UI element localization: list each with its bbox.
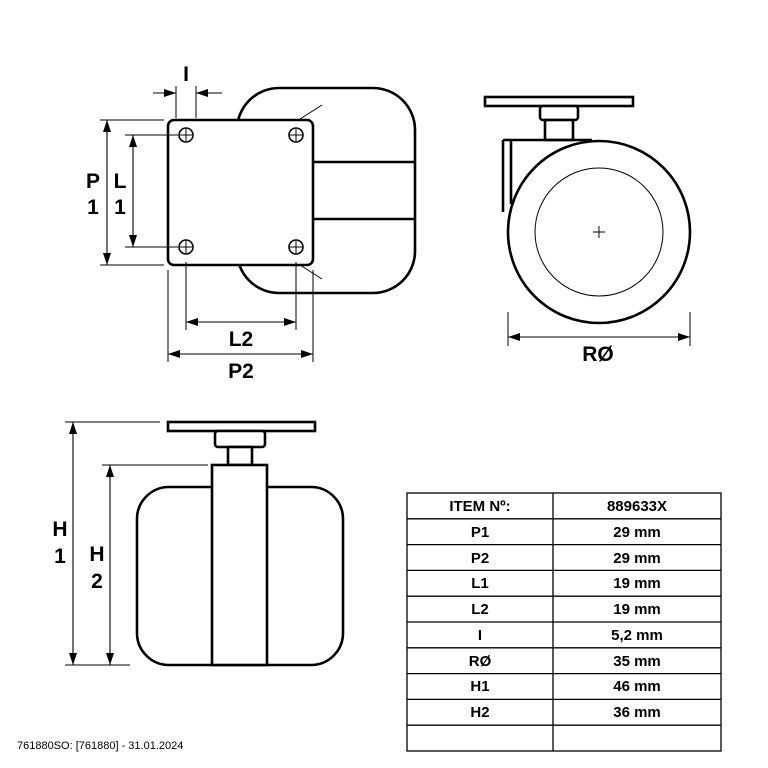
table-cell-value: 19 mm bbox=[613, 601, 661, 618]
dimension-l2: L2 bbox=[185, 262, 297, 351]
dimension-p1: P 1 bbox=[86, 119, 164, 266]
swivel-stem bbox=[226, 445, 254, 467]
bolt-hole bbox=[288, 127, 304, 143]
dimension-h1: H 1 bbox=[52, 421, 160, 666]
table-cell-label: P1 bbox=[471, 524, 489, 541]
wheel-edge-line-bottom bbox=[299, 264, 323, 280]
table-row: P2 29 mm bbox=[471, 550, 661, 567]
dimension-label-h2: H bbox=[89, 543, 104, 566]
table-row: L2 19 mm bbox=[471, 601, 661, 618]
top-view: I P 1 L 1 L2 P2 bbox=[86, 63, 417, 383]
dimension-label-i: I bbox=[183, 63, 189, 86]
mounting-plate bbox=[166, 420, 317, 433]
table-cell-value: 29 mm bbox=[613, 550, 661, 567]
table-cell-value: 36 mm bbox=[613, 704, 661, 721]
table-header-value: 889633X bbox=[607, 498, 667, 515]
table-cell-label: I bbox=[478, 627, 482, 644]
mounting-plate bbox=[166, 118, 315, 267]
table-row-dividers bbox=[407, 518, 721, 726]
dimension-p2: P2 bbox=[167, 270, 314, 383]
dimension-label-h1: H bbox=[52, 518, 67, 541]
fork bbox=[210, 463, 269, 667]
document-footer: 761880SO: [761880] - 31.01.2024 bbox=[17, 740, 183, 752]
table-cell-value: 35 mm bbox=[613, 653, 661, 670]
dimension-label-p1: P bbox=[86, 170, 100, 193]
dimension-label-l1: 1 bbox=[114, 196, 126, 219]
dimension-l1: L 1 bbox=[114, 134, 178, 248]
dimension-label-h1: 1 bbox=[54, 545, 66, 568]
swivel-stem-top bbox=[538, 104, 580, 122]
front-view: H 1 H 2 bbox=[52, 420, 345, 667]
swivel-stem bbox=[543, 118, 575, 142]
table-cell-label: L2 bbox=[471, 601, 489, 618]
bolt-hole bbox=[178, 127, 194, 143]
wheel-edge-line-top bbox=[299, 104, 323, 120]
table-row: P1 29 mm bbox=[471, 524, 661, 541]
bolt-hole bbox=[288, 239, 304, 255]
fork bbox=[501, 138, 592, 212]
dimension-h2: H 2 bbox=[89, 464, 208, 665]
dimension-label-r: RØ bbox=[582, 343, 614, 366]
bolt-hole bbox=[178, 239, 194, 255]
swivel-stem-top bbox=[213, 429, 267, 449]
table-cell-value: 29 mm bbox=[613, 524, 661, 541]
table-cell-value: 5,2 mm bbox=[611, 627, 663, 644]
table-cell-label: L1 bbox=[471, 575, 489, 592]
dimension-label-l1: L bbox=[114, 170, 127, 193]
dimension-i: I bbox=[153, 63, 222, 118]
mounting-plate bbox=[483, 95, 635, 108]
table-row: H2 36 mm bbox=[470, 704, 660, 721]
table-cell-label: H2 bbox=[470, 704, 489, 721]
spec-table: ITEM Nº: 889633X P1 29 mm P2 29 mm L1 19… bbox=[406, 492, 722, 752]
table-row: H1 46 mm bbox=[470, 678, 660, 695]
table-cell-value: 19 mm bbox=[613, 575, 661, 592]
axle-center-mark bbox=[593, 226, 605, 238]
dimension-label-p2: P2 bbox=[228, 360, 254, 383]
dimension-r: RØ bbox=[507, 312, 691, 366]
table-cell-label: RØ bbox=[469, 653, 492, 670]
wheel-outline bbox=[506, 139, 692, 325]
table-cell-label: H1 bbox=[470, 678, 489, 695]
table-header-label: ITEM Nº: bbox=[449, 498, 510, 515]
side-view: RØ bbox=[483, 95, 692, 366]
dimension-label-h2: 2 bbox=[91, 570, 103, 593]
table-row: I 5,2 mm bbox=[478, 627, 663, 644]
dimension-label-p1: 1 bbox=[87, 196, 99, 219]
table-cell-value: 46 mm bbox=[613, 678, 661, 695]
table-cell-label: P2 bbox=[471, 550, 489, 567]
table-row: L1 19 mm bbox=[471, 575, 661, 592]
table-header-row: ITEM Nº: 889633X bbox=[449, 498, 667, 515]
table-row: RØ 35 mm bbox=[469, 653, 661, 670]
wheel-hub bbox=[534, 167, 664, 297]
dimension-label-l2: L2 bbox=[229, 328, 254, 351]
